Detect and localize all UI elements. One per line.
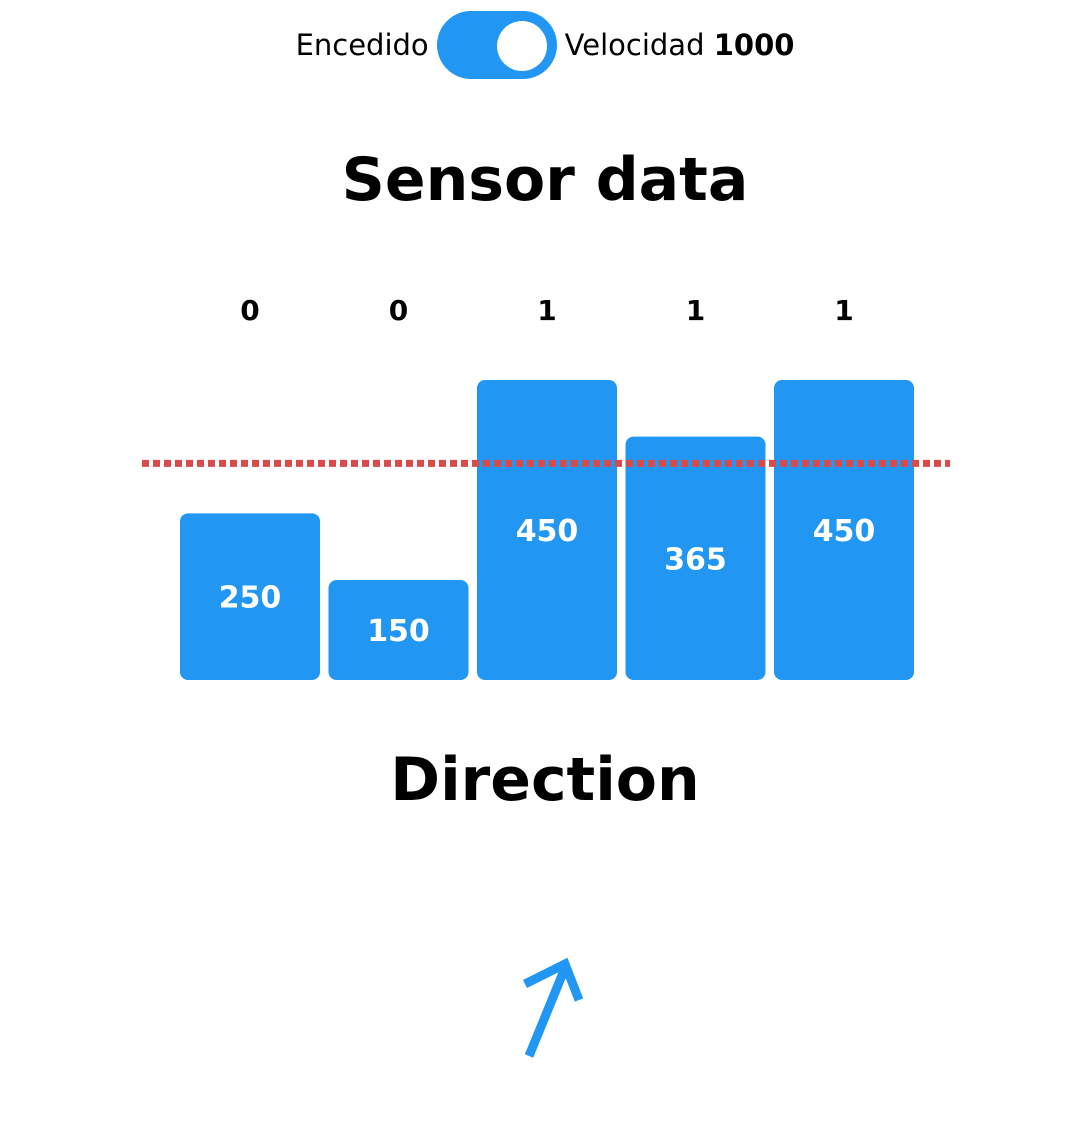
- speed-value: 1000: [713, 28, 795, 62]
- sensor-value-label: 150: [367, 614, 430, 649]
- direction-title: Direction: [390, 745, 700, 815]
- sensor-value-label: 450: [813, 514, 876, 549]
- power-label: Encedido: [295, 28, 429, 62]
- sensor-state-label: 0: [240, 294, 259, 327]
- toggle-knob: [496, 21, 547, 71]
- sensor-bar: [180, 513, 320, 680]
- sensor-bar: [625, 436, 766, 680]
- sensor-data-title: Sensor data: [341, 145, 749, 215]
- sensor-chart: 0 250 0 150 1 450 1 365 1 450: [0, 280, 1090, 700]
- sensor-state-label: 1: [686, 294, 705, 327]
- sensor-bar: [328, 580, 469, 680]
- sensor-state-label: 1: [834, 294, 853, 327]
- controls-bar: Encedido Velocidad 1000: [0, 10, 1090, 80]
- sensor-value-label: 450: [516, 514, 579, 549]
- direction-indicator: [505, 950, 595, 1070]
- sensor-bar: [477, 380, 617, 680]
- sensor-bar: [774, 380, 914, 680]
- sensor-chart-svg: 0 250 0 150 1 450 1 365 1 450: [142, 294, 950, 680]
- sensor-value-label: 250: [219, 581, 282, 616]
- speed-readout: Velocidad 1000: [565, 28, 795, 62]
- sensor-value-label: 365: [664, 542, 727, 577]
- sensor-state-label: 1: [537, 294, 556, 327]
- sensor-state-label: 0: [389, 294, 408, 327]
- arrow-up-right-icon: [522, 957, 584, 1058]
- speed-label: Velocidad: [564, 28, 705, 62]
- power-toggle[interactable]: [436, 11, 557, 79]
